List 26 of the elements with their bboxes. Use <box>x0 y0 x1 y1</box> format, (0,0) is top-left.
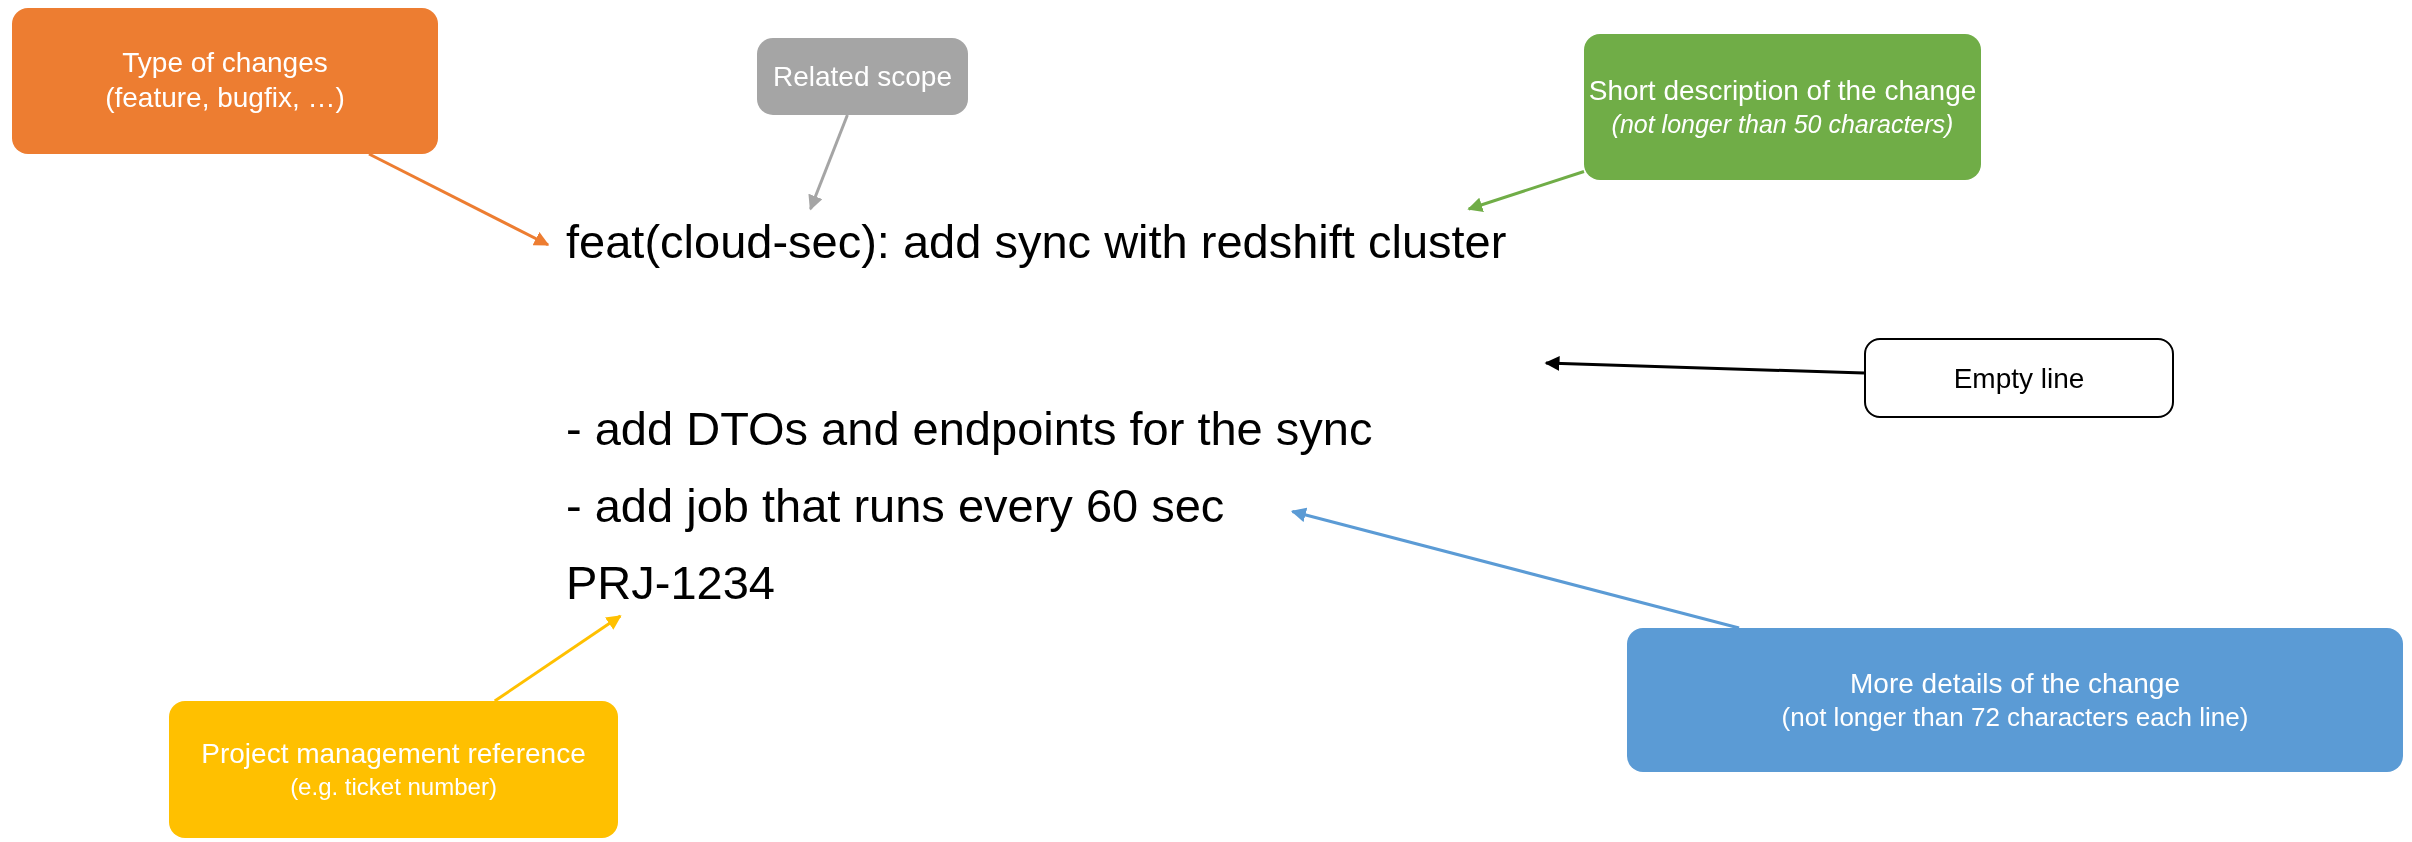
callout-note: (e.g. ticket number) <box>290 772 497 803</box>
leader-arrow <box>493 614 622 703</box>
commit-message-line: - add job that runs every 60 sec <box>566 479 1225 534</box>
commit-message-line: - add DTOs and endpoints for the sync <box>566 402 1373 457</box>
callout-box <box>169 701 618 838</box>
callout-title: Short description of the change <box>1588 74 1977 109</box>
callout-note: (not longer than 50 characters) <box>1611 109 1954 141</box>
leader-arrow <box>1290 507 1740 630</box>
callout-title: More details of the change <box>1850 666 2180 701</box>
commit-message-line: feat(cloud-sec): add sync with redshift cluster <box>566 215 1507 270</box>
callout-note: (not longer than 72 characters each line) <box>1781 700 2249 734</box>
callout-title: Type of changes <box>122 46 328 81</box>
callout-box <box>12 8 438 154</box>
commit-message-line: PRJ-1234 <box>566 556 775 611</box>
leader-arrow <box>1544 355 1865 375</box>
callout-title: Empty line <box>1953 361 2085 396</box>
callout-box <box>1864 338 2174 418</box>
callout-box <box>1584 34 1981 180</box>
callout-box <box>757 38 968 115</box>
callout-box <box>1627 628 2403 772</box>
callout-title: Project management reference <box>201 737 586 772</box>
leader-arrow <box>368 152 550 247</box>
callout-title: Related scope <box>773 60 952 94</box>
leader-arrow <box>1467 170 1585 212</box>
callout-note: (feature, bugfix, …) <box>105 81 345 116</box>
leader-arrow <box>808 114 849 211</box>
